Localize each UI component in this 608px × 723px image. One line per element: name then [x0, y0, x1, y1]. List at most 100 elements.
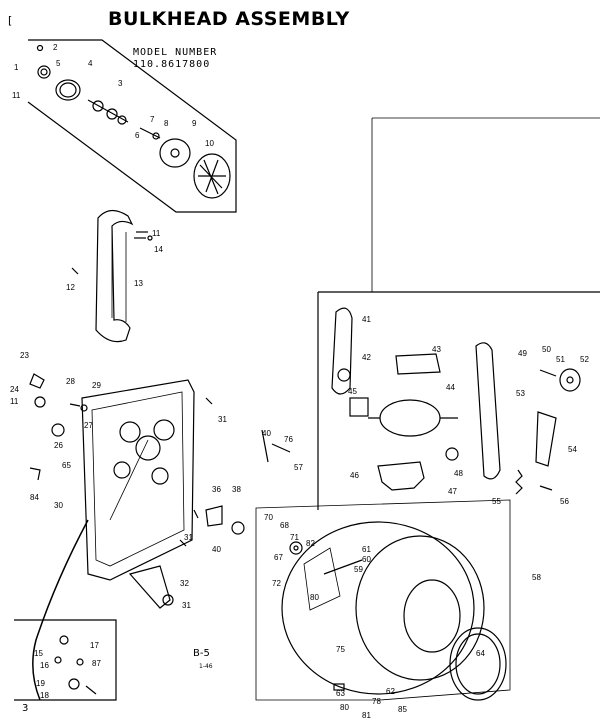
belt-part-49 [475, 342, 501, 480]
small-reference-mark: 1-46 [199, 663, 213, 670]
switch-part-66 [333, 683, 345, 691]
callout-81: 81 [362, 711, 371, 720]
callout-26: 26 [54, 441, 63, 450]
idler-arm-part-54 [535, 411, 557, 467]
callout-38: 38 [232, 485, 241, 494]
part-18 [68, 678, 80, 690]
spring-part-55 [515, 469, 523, 495]
callout-58: 58 [532, 573, 541, 582]
callout-29: 29 [92, 381, 101, 390]
callout-85: 85 [398, 705, 407, 714]
callout-46: 46 [350, 471, 359, 480]
bracket-part-43 [395, 353, 441, 375]
callout-32: 32 [180, 579, 189, 588]
roller-part-70 [289, 541, 303, 555]
callout-31b: 31 [184, 533, 193, 542]
callout-3: 3 [118, 79, 123, 88]
screw-part-40 [193, 509, 199, 519]
model-number-block: MODEL NUMBER 110.8617800 [133, 47, 217, 71]
bearing-part-39 [231, 521, 245, 535]
callout-4: 4 [88, 59, 93, 68]
callout-31c: 31 [182, 601, 191, 610]
thermostat-part-23 [29, 373, 45, 389]
page-title: BULKHEAD ASSEMBLY [108, 8, 350, 30]
callout-31a: 31 [218, 415, 227, 424]
callout-65: 65 [62, 461, 71, 470]
callout-24: 24 [10, 385, 19, 394]
callout-41: 41 [362, 315, 371, 324]
callout-11c: 11 [10, 397, 19, 406]
screw-part-12 [71, 267, 79, 275]
callout-84: 84 [30, 493, 39, 502]
callout-2: 2 [53, 43, 58, 52]
callout-42: 42 [362, 353, 371, 362]
upper-inset-frame [27, 39, 237, 213]
callout-62: 62 [386, 687, 395, 696]
callout-9: 9 [192, 119, 197, 128]
part-17 [59, 635, 69, 645]
model-number-value: 110.8617800 [133, 59, 211, 70]
callout-8: 8 [164, 119, 169, 128]
callout-52: 52 [580, 355, 589, 364]
screw-part-29 [80, 404, 88, 412]
part-87 [76, 658, 84, 666]
lower-inset-frame [14, 619, 117, 701]
callout-27: 27 [84, 421, 93, 430]
callout-57: 57 [294, 463, 303, 472]
callout-10: 10 [205, 139, 214, 148]
callout-40b: 40 [212, 545, 221, 554]
callout-17: 17 [90, 641, 99, 650]
pin-part-7 [139, 127, 161, 139]
callout-13: 13 [134, 279, 143, 288]
callout-6: 6 [135, 131, 140, 140]
page-number: 3 [22, 703, 29, 714]
corner-bracket-mark: [ [8, 14, 13, 27]
callout-53: 53 [516, 389, 525, 398]
callout-43: 43 [432, 345, 441, 354]
page-reference: B-5 [193, 648, 210, 659]
callout-80: 80 [340, 703, 349, 712]
model-number-label: MODEL NUMBER [133, 47, 218, 58]
callout-60: 60 [362, 555, 371, 564]
drum-inset-frame [255, 499, 511, 701]
callout-64: 64 [476, 649, 485, 658]
callout-11: 11 [12, 91, 21, 100]
callout-50: 50 [542, 345, 551, 354]
callout-14: 14 [154, 245, 163, 254]
wire-harness [32, 519, 89, 701]
shaft-part-50 [539, 369, 557, 377]
callout-18: 18 [40, 691, 49, 700]
callout-7: 7 [150, 115, 155, 124]
callout-30: 30 [54, 501, 63, 510]
callout-49: 49 [518, 349, 527, 358]
pulley-part-52 [559, 368, 581, 392]
pulley-disk-part-9 [159, 138, 191, 168]
callout-72: 72 [272, 579, 281, 588]
clip-part-56 [539, 485, 553, 491]
callout-36: 36 [212, 485, 221, 494]
callout-48: 48 [454, 469, 463, 478]
callout-76: 76 [284, 435, 293, 444]
callout-61: 61 [362, 545, 371, 554]
air-duct-part-13 [95, 209, 134, 343]
callout-11b: 11 [152, 229, 161, 238]
drum-opening [403, 579, 461, 653]
drive-belt-part-41 [331, 307, 353, 395]
callout-23: 23 [20, 351, 29, 360]
callout-1: 1 [14, 63, 19, 72]
blower-wheel-part-10 [193, 153, 231, 199]
screw-part-14 [147, 235, 153, 241]
front-seal-part-64 [449, 627, 507, 701]
callout-15: 15 [34, 649, 43, 658]
bearing-housing-part-36 [205, 505, 223, 527]
lever-part-75 [261, 429, 269, 463]
callout-55: 55 [492, 497, 501, 506]
callout-51: 51 [556, 355, 565, 364]
callout-12: 12 [66, 283, 75, 292]
callout-68: 68 [280, 521, 289, 530]
callout-87: 87 [92, 659, 101, 668]
drum-part-58 [281, 521, 475, 695]
motor-mount-part-46 [377, 461, 425, 491]
callout-19: 19 [36, 679, 45, 688]
